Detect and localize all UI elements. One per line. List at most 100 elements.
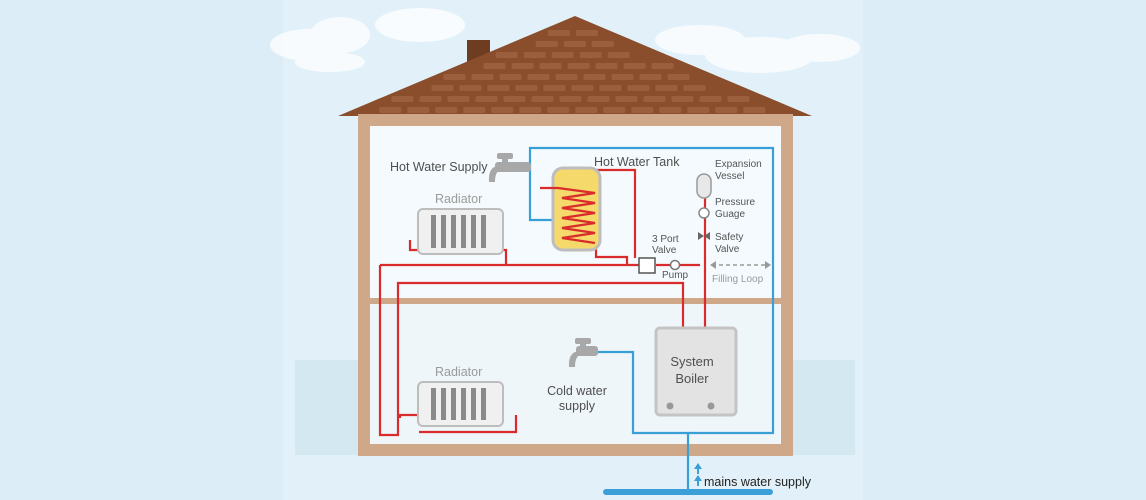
roof-tile bbox=[555, 74, 578, 80]
system-boiler-label-2: Boiler bbox=[675, 371, 709, 386]
filling-loop-label: Filling Loop bbox=[712, 274, 764, 285]
roof-tile bbox=[643, 96, 666, 102]
filling-loop bbox=[710, 261, 771, 269]
roof-tile bbox=[583, 74, 606, 80]
roof-tile bbox=[419, 96, 442, 102]
hot-water-tank-label: Hot Water Tank bbox=[594, 155, 680, 169]
roof-tile bbox=[463, 107, 486, 113]
roof-tile bbox=[743, 107, 766, 113]
roof-tile bbox=[591, 41, 614, 47]
roof-tile bbox=[595, 63, 618, 69]
roof-tile bbox=[495, 52, 518, 58]
roof-tile bbox=[523, 52, 546, 58]
roof-tile bbox=[559, 96, 582, 102]
hot-water-supply-label: Hot Water Supply bbox=[390, 160, 488, 174]
roof-tile bbox=[379, 107, 402, 113]
roof-tile bbox=[579, 52, 602, 58]
roof-tile bbox=[655, 85, 678, 91]
roof-tile bbox=[547, 107, 570, 113]
cold-water-pipes bbox=[528, 146, 775, 490]
cold-water-supply-label-2: supply bbox=[559, 399, 596, 413]
roof-tile bbox=[547, 30, 570, 36]
roof-tile bbox=[683, 85, 706, 91]
roof-tile bbox=[539, 63, 562, 69]
roof-tile bbox=[519, 107, 542, 113]
boiler-icon bbox=[654, 326, 738, 417]
three-port-valve-label: 3 Port bbox=[652, 234, 679, 245]
roof-tile bbox=[431, 85, 454, 91]
tap-icon bbox=[488, 153, 531, 182]
roof-tile bbox=[459, 85, 482, 91]
tank-coil-icon bbox=[540, 166, 602, 252]
roof-tile bbox=[447, 96, 470, 102]
roof-tile bbox=[631, 107, 654, 113]
roof-tile bbox=[567, 63, 590, 69]
arrow-up-icon bbox=[694, 463, 702, 486]
radiator-upper-label: Radiator bbox=[435, 192, 482, 206]
roof-tile bbox=[671, 96, 694, 102]
roof-tile bbox=[615, 96, 638, 102]
roof-tile bbox=[551, 52, 574, 58]
roof-tile bbox=[611, 74, 634, 80]
mains-water-supply-label: mains water supply bbox=[704, 475, 812, 489]
roof-tile bbox=[535, 41, 558, 47]
roof-tile bbox=[407, 107, 430, 113]
roof-tile bbox=[587, 96, 610, 102]
roof-tile bbox=[435, 107, 458, 113]
roof-tile bbox=[667, 74, 690, 80]
roof-tile bbox=[527, 74, 550, 80]
three-port-valve-label-2: Valve bbox=[652, 245, 677, 256]
roof-tile bbox=[543, 85, 566, 91]
system-boiler-label: System bbox=[670, 354, 713, 369]
pump-icon bbox=[669, 259, 681, 271]
roof-tile bbox=[715, 107, 738, 113]
ground-pipe bbox=[603, 489, 773, 495]
roof-tile bbox=[687, 107, 710, 113]
cloud-icon bbox=[655, 25, 860, 73]
roof-tile bbox=[627, 85, 650, 91]
roof-tile bbox=[651, 63, 674, 69]
roof-tile bbox=[503, 96, 526, 102]
expansion-vessel-label-2: Vessel bbox=[715, 171, 744, 182]
pressure-gauge-label-2: Guage bbox=[715, 209, 745, 220]
roof-tile bbox=[499, 74, 522, 80]
hot-water-pipes bbox=[378, 168, 707, 437]
roof-tile bbox=[443, 74, 466, 80]
roof-tile bbox=[603, 107, 626, 113]
tap-icon bbox=[568, 338, 598, 367]
cold-water-supply-label: Cold water bbox=[547, 384, 607, 398]
roof-tile bbox=[639, 74, 662, 80]
radiator-icon bbox=[417, 381, 504, 427]
roof-tile bbox=[563, 41, 586, 47]
roof-tile bbox=[623, 63, 646, 69]
expansion-vessel-label: Expansion bbox=[715, 159, 762, 170]
expansion-vessel-icon bbox=[696, 173, 712, 199]
safety-valve-label-2: Valve bbox=[715, 244, 740, 255]
roof-tile bbox=[659, 107, 682, 113]
gauge-icon bbox=[698, 207, 710, 219]
roof-tile bbox=[531, 96, 554, 102]
roof-tile bbox=[699, 96, 722, 102]
roof-tile bbox=[483, 63, 506, 69]
roof-tile bbox=[571, 85, 594, 91]
roof-tile bbox=[575, 30, 598, 36]
roof-tile bbox=[515, 85, 538, 91]
radiator-icon bbox=[417, 208, 504, 255]
roof-tile bbox=[727, 96, 750, 102]
three-port-valve bbox=[638, 257, 656, 274]
floor-divider bbox=[370, 298, 781, 304]
roof-tile bbox=[607, 52, 630, 58]
safety-valve-label: Safety bbox=[715, 232, 743, 243]
pressure-gauge-label: Pressure bbox=[715, 197, 755, 208]
roof-tile bbox=[491, 107, 514, 113]
pump-label: Pump bbox=[662, 270, 689, 281]
cloud-icon bbox=[270, 8, 465, 72]
radiator-lower-label: Radiator bbox=[435, 365, 482, 379]
roof-tile bbox=[511, 63, 534, 69]
roof-tile bbox=[391, 96, 414, 102]
roof-tile bbox=[471, 74, 494, 80]
roof-tile bbox=[575, 107, 598, 113]
roof-tile bbox=[475, 96, 498, 102]
roof-tile bbox=[487, 85, 510, 91]
